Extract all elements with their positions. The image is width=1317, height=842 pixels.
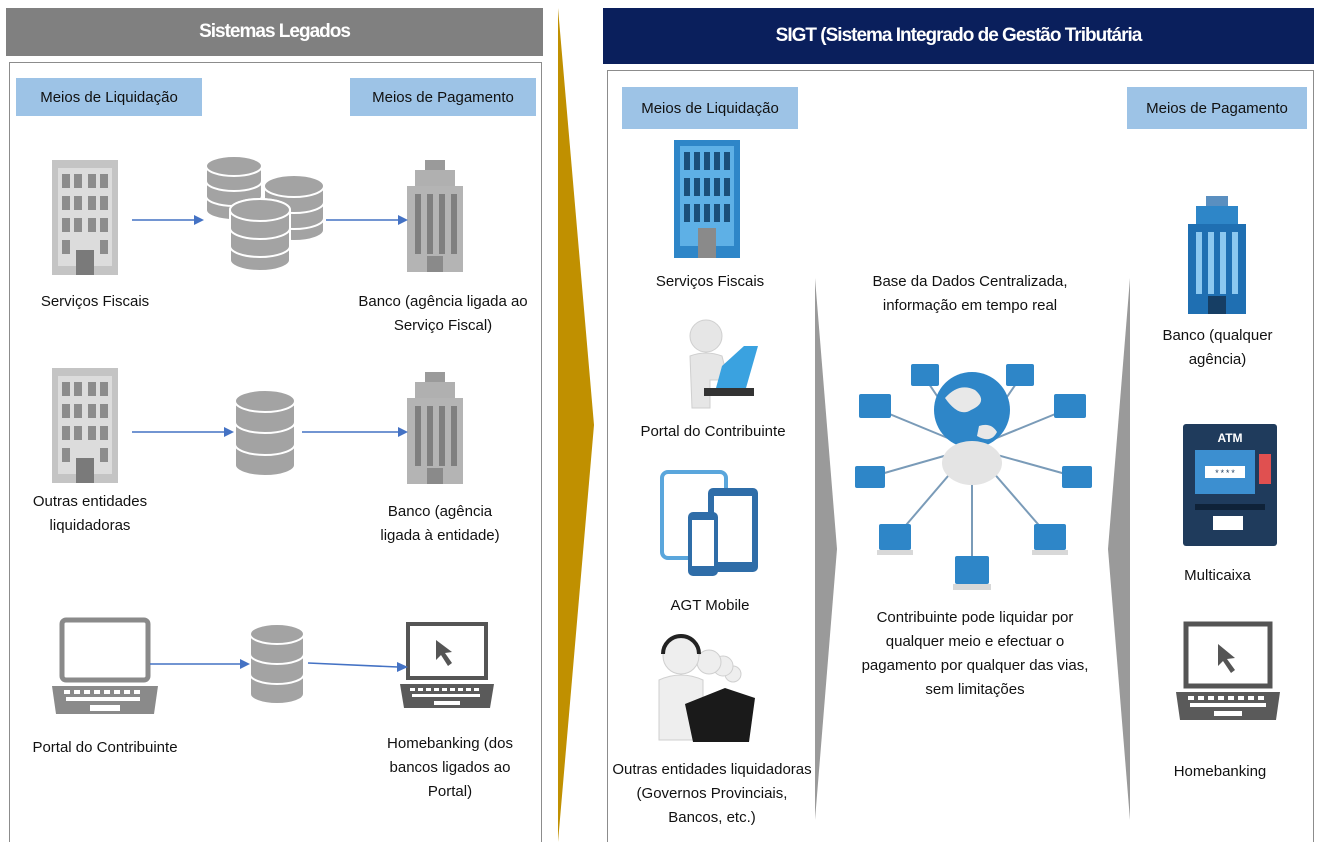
sigt-left-item-label: Outras entidades liquidadoras (Governos …	[612, 761, 812, 826]
right-chevron-arrow-icon	[1108, 278, 1130, 820]
centralized-network-globe-icon	[855, 364, 1092, 590]
sigt-left-item-label: Portal do Contribuinte	[640, 423, 786, 440]
legacy-row1-left-label: Serviços Fiscais	[40, 293, 150, 310]
legacy-tag-liquidacao: Meios de Liquidação	[16, 78, 202, 116]
bank-building-icon	[407, 160, 463, 272]
transition-arrow-icon	[558, 8, 594, 842]
left-chevron-arrow-icon	[815, 278, 837, 820]
legacy-tag-pagamento: Meios de Pagamento	[350, 78, 536, 116]
sigt-right-item-label: Multicaixa	[1184, 567, 1251, 584]
contributor-portal-person-icon	[689, 319, 758, 409]
flow-arrow-icon	[132, 215, 204, 225]
laptop-icon	[52, 617, 158, 714]
legacy-row2-left-label: Outras entidades liquidadoras	[32, 493, 148, 534]
legacy-row3-left-label: Portal do Contribuinte	[32, 739, 178, 756]
legacy-panel-header: Sistemas Legados	[6, 8, 543, 56]
legacy-panel	[9, 62, 542, 842]
flow-arrow-icon	[150, 659, 250, 669]
homebanking-laptop-icon	[400, 622, 494, 708]
sigt-panel-header: SIGT (Sistema Integrado de Gestão Tribut…	[603, 8, 1314, 64]
bank-building-icon	[407, 372, 463, 484]
sigt-panel	[607, 70, 1314, 842]
legacy-row1-right-label: Banco (agência ligada ao Serviço Fiscal)	[358, 293, 528, 334]
legacy-panel-title: Sistemas Legados	[199, 21, 351, 42]
sigt-center-bottom-text: Contribuinte pode liquidar por qualquer …	[861, 609, 1089, 698]
flow-arrow-icon	[302, 427, 408, 437]
bank-building-icon	[1188, 196, 1246, 314]
sigt-right-item-label: Homebanking	[1173, 763, 1267, 780]
call-center-agents-icon	[658, 634, 755, 742]
flow-arrow-icon	[326, 215, 408, 225]
atm-pin-text: ****	[1214, 469, 1236, 479]
atm-title: ATM	[1217, 431, 1242, 445]
database-icon	[249, 623, 305, 705]
sigt-left-item-label: AGT Mobile	[670, 597, 750, 614]
sigt-right-item-label: Banco (qualquer agência)	[1162, 327, 1273, 368]
homebanking-laptop-icon	[1176, 621, 1280, 720]
flow-arrow-icon	[307, 662, 408, 672]
sigt-panel-title: SIGT (Sistema Integrado de Gestão Tribut…	[775, 25, 1143, 46]
tax-office-building-icon	[674, 140, 740, 258]
sigt-center-top-text: Base da Dados Centralizada, informação e…	[872, 273, 1068, 314]
atm-machine-icon: ATM ****	[1183, 424, 1277, 546]
mobile-devices-icon	[660, 470, 758, 576]
sigt-tag-pagamento: Meios de Pagamento	[1127, 87, 1307, 129]
tax-office-building-icon	[52, 160, 118, 275]
sigt-left-item-label: Serviços Fiscais	[655, 273, 765, 290]
sigt-tag-liquidacao: Meios de Liquidação	[622, 87, 798, 129]
database-icon	[234, 389, 296, 477]
legacy-row2-right-label: Banco (agência ligada à entidade)	[380, 503, 500, 544]
legacy-row3-right-label: Homebanking (dos bancos ligados ao Porta…	[387, 735, 513, 800]
entity-building-icon	[52, 368, 118, 483]
flow-arrow-icon	[132, 427, 234, 437]
database-cluster-icon	[205, 155, 325, 272]
